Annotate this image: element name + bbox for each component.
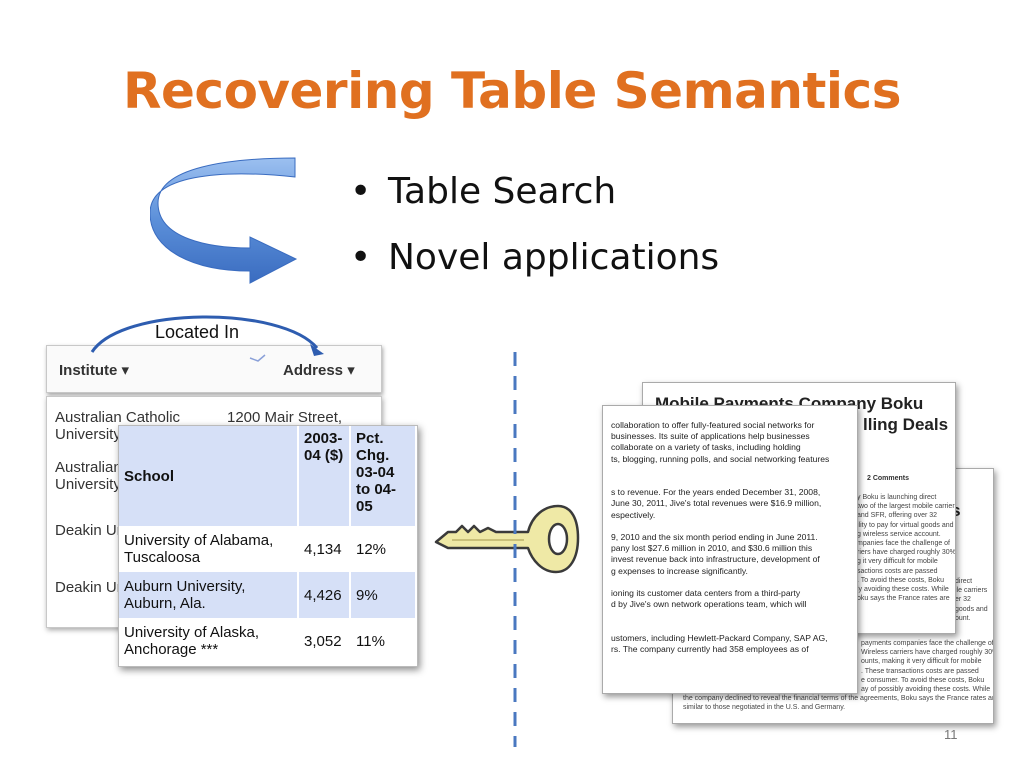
slide-title: Recovering Table Semantics [123, 62, 901, 120]
slide-number: 11 [944, 727, 958, 742]
amount-cell: 4,134 [299, 526, 351, 572]
school-cell: Auburn University, Auburn, Ala. [119, 572, 299, 618]
institute-cell: Deakin Uni [55, 579, 129, 596]
title-fragment: lling Deals [863, 415, 949, 434]
curved-arrow-icon [150, 157, 298, 284]
institute-column-header[interactable]: Institute ▾ [59, 362, 130, 379]
amount-cell: 4,426 [299, 572, 351, 618]
pct-column-header: Pct. Chg. 03-04 to 04-05 [351, 426, 417, 526]
located-in-arc-icon [90, 315, 324, 362]
article-body-mid: y Boku is launching direct two of the la… [857, 494, 956, 603]
pct-cell: 9% [351, 572, 417, 618]
pct-cell: 12% [351, 526, 417, 572]
bullet-item: Table Search [350, 168, 719, 234]
pct-cell: 11% [351, 618, 417, 664]
dashed-divider [513, 352, 517, 747]
school-column-header: School [119, 426, 299, 526]
relation-label: Located In [155, 322, 240, 342]
table-row: University of Alabama, Tuscaloosa 4,134 … [119, 526, 417, 572]
article-body-front: collaboration to offer fully-featured so… [611, 420, 830, 655]
article-body-back: direct ile carriers er 32 goods and ount… [955, 578, 988, 622]
address-cell: 1200 Mair Street, [227, 409, 343, 426]
article-document-front: collaboration to offer fully-featured so… [602, 405, 858, 694]
school-cell: University of Alaska, Anchorage *** [119, 618, 299, 664]
bullet-list: Table Search Novel applications [350, 168, 719, 300]
article-body-back-bottom: payments companies face the challenge of… [683, 640, 994, 712]
table-row: University of Alaska, Anchorage *** 3,05… [119, 618, 417, 664]
school-table: School 2003-04 ($) Pct. Chg. 03-04 to 04… [118, 425, 418, 667]
key-icon [434, 504, 580, 574]
table-row: Auburn University, Auburn, Ala. 4,426 9% [119, 572, 417, 618]
address-column-header[interactable]: Address ▾ [283, 362, 355, 379]
comments-label: 2 Comments [867, 475, 910, 482]
institute-cell: Deakin Uni [55, 522, 129, 539]
amount-column-header: 2003-04 ($) [299, 426, 351, 526]
institute-cell: Australian Catholic University [55, 409, 181, 443]
school-cell: University of Alabama, Tuscaloosa [119, 526, 299, 572]
schema-table-header: Institute ▾ Address ▾ [46, 345, 382, 393]
amount-cell: 3,052 [299, 618, 351, 664]
bullet-item: Novel applications [350, 234, 719, 300]
